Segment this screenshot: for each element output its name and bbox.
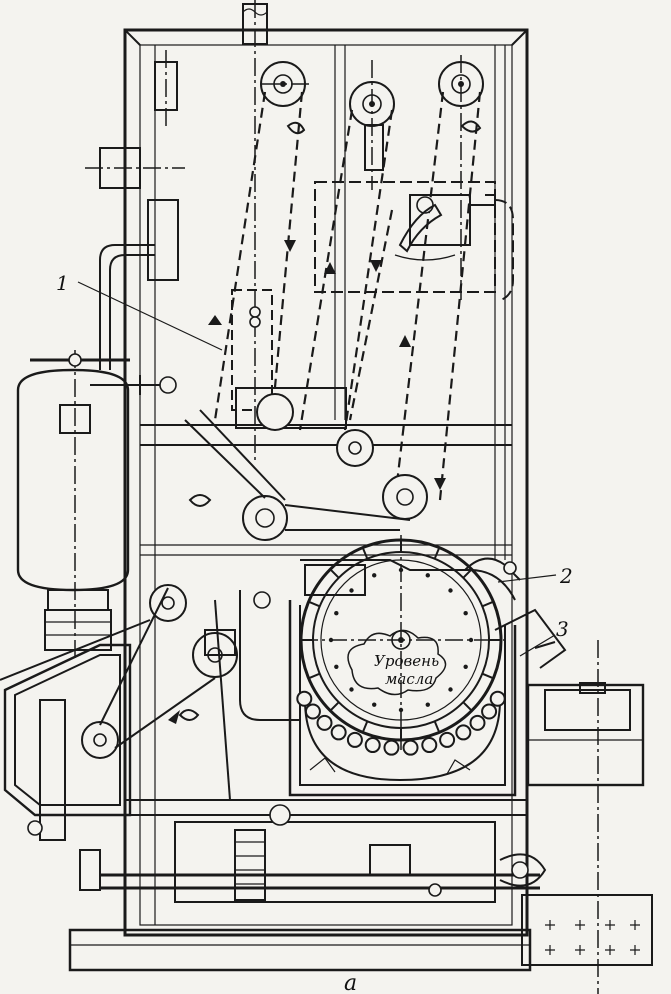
oil-bath-roller — [383, 739, 400, 756]
upper-pulley-right — [438, 55, 484, 300]
oil-bath — [288, 600, 517, 797]
oil-bath-roller — [330, 724, 347, 741]
drum-tooth — [308, 600, 321, 608]
drum-bolt — [448, 588, 453, 593]
callout-1: 1 — [56, 271, 223, 351]
drum-tooth — [433, 720, 441, 733]
drum-bolt — [349, 588, 354, 593]
oil-bath-roller — [316, 714, 333, 731]
upper-pulley-left — [260, 61, 310, 135]
callout-3: 3 — [519, 617, 569, 657]
exhaust-pipe — [242, 0, 268, 460]
drum-tooth — [308, 672, 321, 680]
oil-bath-roller — [402, 739, 419, 756]
oil-bath-roller — [439, 731, 456, 748]
oil-bath-roller — [364, 737, 381, 754]
drum-tooth — [481, 672, 494, 680]
bottom-drive — [79, 804, 547, 903]
oil-bath-roller — [469, 714, 486, 731]
drum-bolt — [425, 702, 430, 707]
oil-level-label-line2: масла — [385, 670, 433, 688]
callout-label-1: 1 — [56, 271, 69, 295]
oil-bath-roller — [421, 737, 438, 754]
drum-bolt — [463, 611, 468, 616]
outlet-chute — [494, 608, 567, 669]
drum-tooth — [329, 701, 340, 712]
drum-bolt — [334, 664, 339, 669]
callout-label-2: 2 — [559, 564, 573, 588]
figure-caption: а — [344, 971, 357, 994]
upper-pulley-middle — [349, 60, 395, 190]
drum-tooth — [361, 547, 369, 560]
oil-level-label-line1: Уровень — [374, 652, 439, 670]
callout-label-3: 3 — [556, 617, 569, 641]
drum-bolt — [349, 687, 354, 692]
left-pipes — [85, 50, 185, 395]
oil-bath-roller — [296, 690, 313, 707]
belt-paths — [208, 91, 482, 501]
callout-2: 2 — [497, 564, 573, 588]
oil-bath-roller — [346, 731, 363, 748]
oil-bath-roller — [481, 703, 498, 720]
drum-tooth — [361, 720, 369, 733]
upper-right-mechanism — [314, 181, 514, 301]
drum-bolt — [372, 702, 377, 707]
drum-tooth — [433, 547, 441, 560]
right-side-unit — [521, 640, 653, 994]
drum-bolt — [334, 611, 339, 616]
drive-block — [184, 289, 428, 541]
left-lower-mechanism — [0, 584, 300, 841]
drum-tooth — [329, 568, 340, 579]
drum-guard — [300, 557, 521, 601]
outer-frame — [68, 28, 532, 972]
drum-bolt — [425, 573, 430, 578]
drum-bolt — [463, 664, 468, 669]
oil-bath-roller — [304, 703, 321, 720]
oil-bath-roller — [489, 690, 506, 707]
drum-tooth — [462, 701, 473, 712]
left-tank — [16, 350, 130, 660]
drum-bolt — [372, 573, 377, 578]
drum-bolt — [448, 687, 453, 692]
drum-bolt — [468, 637, 474, 643]
main-drum: Уровень масла — [299, 535, 505, 750]
drum-tooth — [481, 600, 494, 608]
oil-bath-roller — [455, 724, 472, 741]
